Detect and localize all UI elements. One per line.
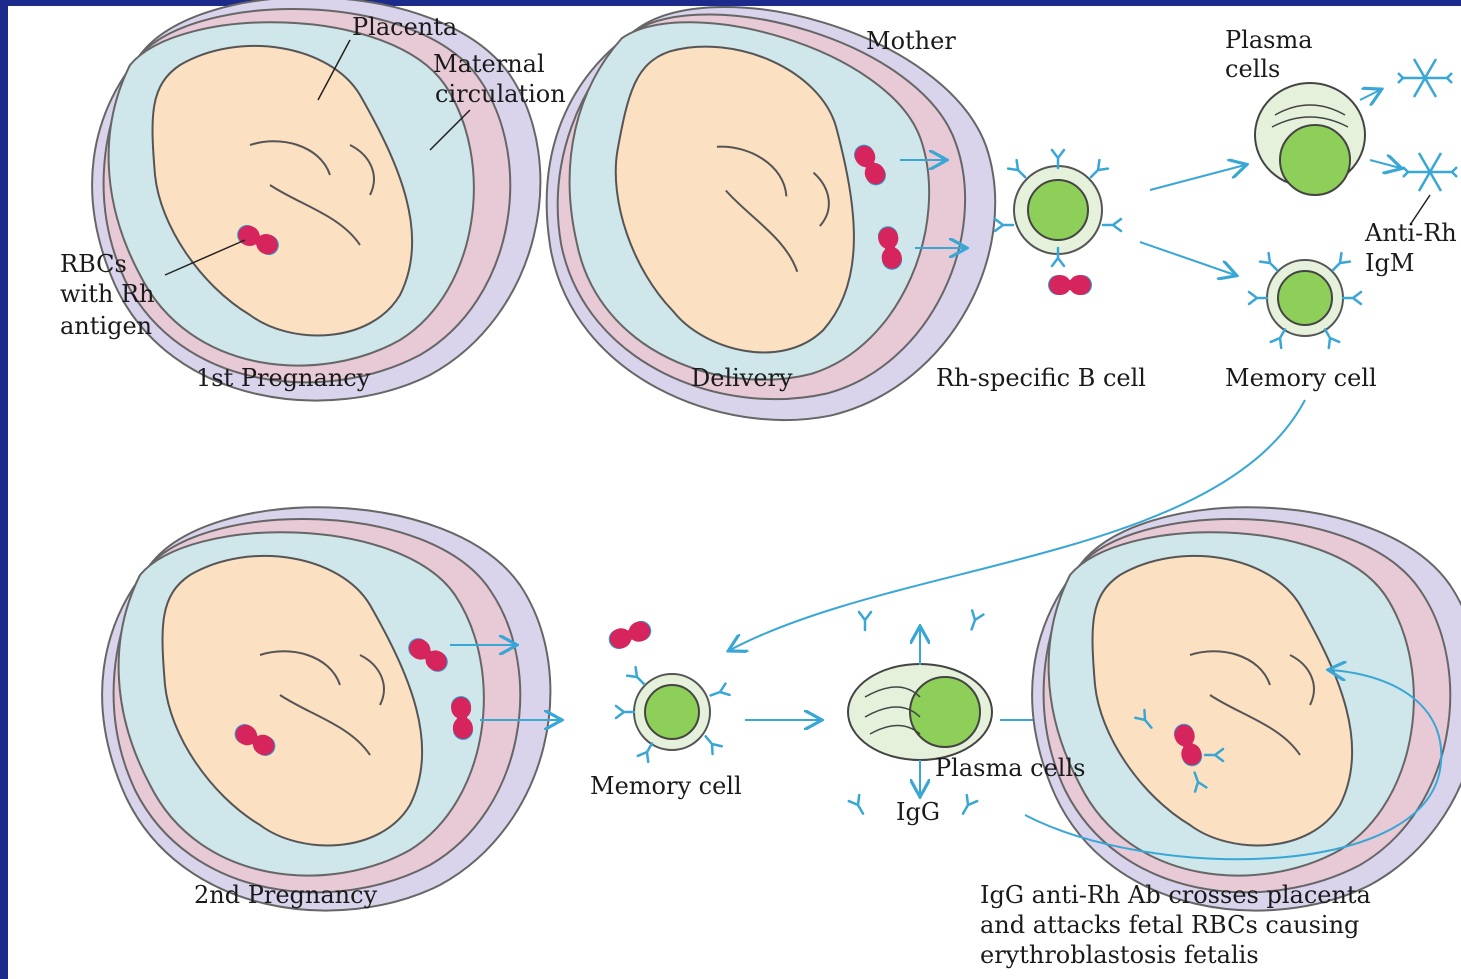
delivery-illustration <box>498 0 1035 469</box>
second-pregnancy-illustration <box>102 507 550 910</box>
rbc-float <box>606 618 654 652</box>
result-pregnancy-illustration <box>1032 507 1461 910</box>
label-maternal: Maternal <box>433 49 545 79</box>
label-placenta: Placenta <box>352 12 457 42</box>
label-igg: IgG <box>896 797 940 827</box>
caption-b-cell: Rh-specific B cell <box>936 363 1146 393</box>
label-anti-rh: Anti-Rh <box>1365 218 1457 248</box>
label-memory-cell-bottom: Memory cell <box>590 771 742 801</box>
caption-memory-cell: Memory cell <box>1225 363 1377 393</box>
memory-cell-top <box>1249 253 1361 348</box>
label-circulation: circulation <box>435 79 566 109</box>
caption-result-line-3: erythroblastosis fetalis <box>980 940 1259 970</box>
plasma-cell-bottom <box>848 664 992 760</box>
label-plasma-cells-bottom: Plasma cells <box>935 753 1085 783</box>
plasma-cell-top <box>1255 83 1365 195</box>
igm-2 <box>1403 153 1457 191</box>
caption-result-line-2: and attacks fetal RBCs causing <box>980 910 1359 940</box>
label-igm: IgM <box>1365 248 1414 278</box>
label-rbcs: RBCs <box>60 249 127 279</box>
memory-cell-bottom <box>616 667 730 762</box>
caption-delivery: Delivery <box>691 363 793 393</box>
caption-first-pregnancy: 1st Pregnancy <box>196 363 370 393</box>
rbc-b <box>1048 275 1092 295</box>
label-antigen: antigen <box>60 311 152 341</box>
igm-1 <box>1398 59 1452 97</box>
arrow-to-memory <box>1140 242 1235 275</box>
caption-result-line-1: IgG anti-Rh Ab crosses placenta <box>980 880 1371 910</box>
label-cells: cells <box>1225 54 1280 84</box>
b-cell <box>995 150 1121 266</box>
arrow-to-plasma <box>1150 165 1245 190</box>
label-plasma: Plasma <box>1225 25 1313 55</box>
caption-second-pregnancy: 2nd Pregnancy <box>194 880 377 910</box>
label-mother: Mother <box>866 26 956 56</box>
label-with-rh: with Rh <box>60 279 154 309</box>
